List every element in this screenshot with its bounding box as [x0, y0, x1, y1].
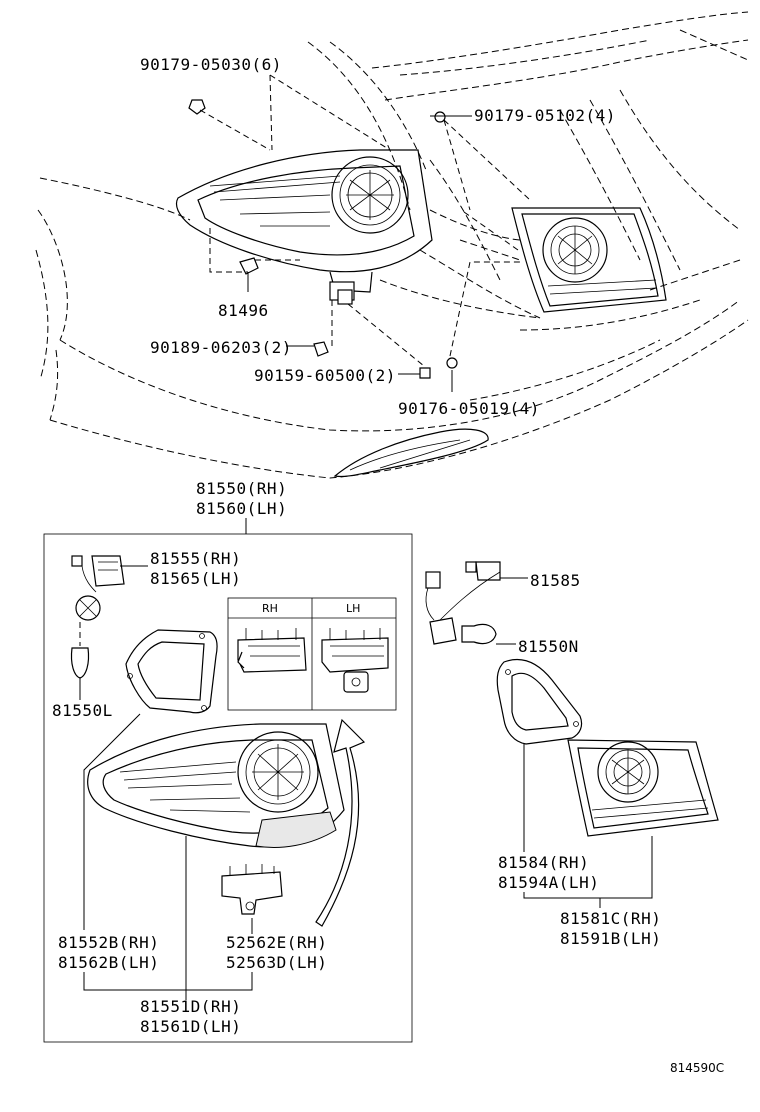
- top-leader-lines: [199, 74, 531, 392]
- label-81550N: 81550N: [518, 637, 579, 656]
- outer-tail-lamp-installed: [175, 149, 433, 305]
- label-52562E-rh: 52562E(RH): [226, 933, 327, 952]
- label-81562B-lh: 81562B(LH): [58, 953, 159, 972]
- inner-lamp-81581C: [567, 739, 719, 837]
- label-side-rh: RH: [262, 602, 278, 615]
- bracket-52562E: [221, 864, 283, 934]
- bulb-81550N: [461, 623, 516, 645]
- label-81551D-rh: 81551D(RH): [140, 997, 241, 1016]
- label-81496: 81496: [218, 301, 269, 320]
- label-81555-rh: 81555(RH): [150, 549, 241, 568]
- outer-lamp-81551D: [87, 723, 345, 848]
- bulb-81550L: [70, 622, 90, 700]
- socket-wire-81585: [425, 561, 528, 645]
- label-52563D-lh: 52563D(LH): [226, 953, 327, 972]
- label-81552B-rh: 81552B(RH): [58, 933, 159, 952]
- label-81561D-lh: 81561D(LH): [140, 1017, 241, 1036]
- label-81550L: 81550L: [52, 701, 113, 720]
- label-81565-lh: 81565(LH): [150, 569, 241, 588]
- label-90189-06203: 90189-06203(2): [150, 338, 292, 357]
- vehicle-body-outline: [35, 11, 749, 479]
- outer-lamp-gasket: [125, 629, 218, 714]
- left-box-leader-lines: [83, 713, 253, 1000]
- outer-lamp-assembly-box: [43, 533, 413, 1043]
- right-leader-lines: [523, 744, 653, 908]
- label-81560-lh: 81560(LH): [196, 499, 287, 518]
- label-81594A-lh: 81594A(LH): [498, 873, 599, 892]
- label-81591B-lh: 81591B(LH): [560, 929, 661, 948]
- label-81550-rh: 81550(RH): [196, 479, 287, 498]
- bracket-detail-table: [227, 597, 397, 711]
- label-90159-60500: 90159-60500(2): [254, 366, 396, 385]
- label-90179-05102: 90179-05102(4): [474, 106, 616, 125]
- inner-lamp-gasket-81584: [496, 658, 583, 745]
- label-81581C-rh: 81581C(RH): [560, 909, 661, 928]
- label-side-lh: LH: [346, 602, 360, 615]
- label-81584-rh: 81584(RH): [498, 853, 589, 872]
- fasteners-top: [188, 99, 458, 379]
- label-90179-05030: 90179-05030(6): [140, 55, 282, 74]
- figure-code: 814590C: [670, 1061, 724, 1075]
- socket-wire-81555: [71, 555, 148, 621]
- label-90176-05019: 90176-05019(4): [398, 399, 540, 418]
- label-81585: 81585: [530, 571, 581, 590]
- assembly-direction-arrow: [315, 718, 366, 927]
- inner-tail-lamp-installed: [511, 207, 667, 313]
